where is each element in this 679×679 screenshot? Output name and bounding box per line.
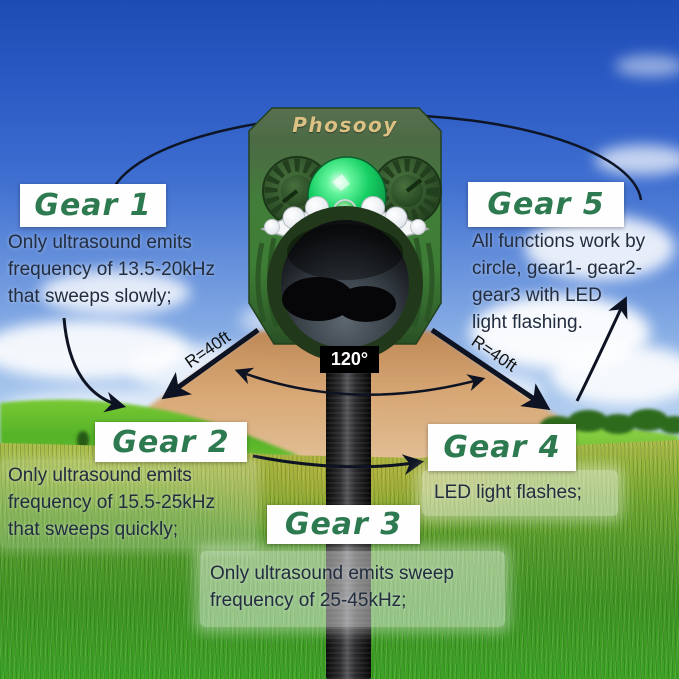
radius-line-left [161, 327, 260, 400]
angle-label: 120° [320, 346, 379, 373]
gear-1-description: Only ultrasound emits frequency of 13.5-… [8, 232, 216, 307]
cloud [550, 345, 679, 405]
gear-3-band [200, 551, 505, 627]
brand-label: Phosooy [292, 113, 398, 137]
gear-4-band [422, 470, 618, 516]
gear-3-label: Gear 3 [267, 505, 420, 544]
gear4-to-gear5-arrow [575, 296, 628, 402]
dome-highlight [332, 174, 350, 191]
gear-4-label: Gear 4 [428, 424, 576, 471]
gear-5-description: All functions work by circle, gear1- gea… [472, 231, 646, 333]
gear-2-band [0, 460, 256, 548]
gear-2-label: Gear 2 [95, 422, 247, 462]
gear-2-description: Only ultrasound emits frequency of 15.5-… [8, 465, 216, 540]
gear-5-label: Gear 5 [468, 182, 624, 227]
gear-1-label: Gear 1 [20, 184, 166, 227]
cloud [615, 55, 679, 77]
sweep-angle-arc-arrow [234, 367, 486, 396]
gear-4-description: LED light flashes; [434, 482, 582, 503]
radius-line-right [430, 327, 551, 411]
speaker-cone [267, 206, 423, 362]
cloud [40, 270, 190, 315]
gear-3-description: Only ultrasound emits sweep frequency of… [210, 563, 454, 611]
gear1-to-gear2-arrow [62, 317, 127, 413]
gear2-to-gear4-arrow [252, 454, 425, 476]
tree-line [77, 409, 679, 449]
